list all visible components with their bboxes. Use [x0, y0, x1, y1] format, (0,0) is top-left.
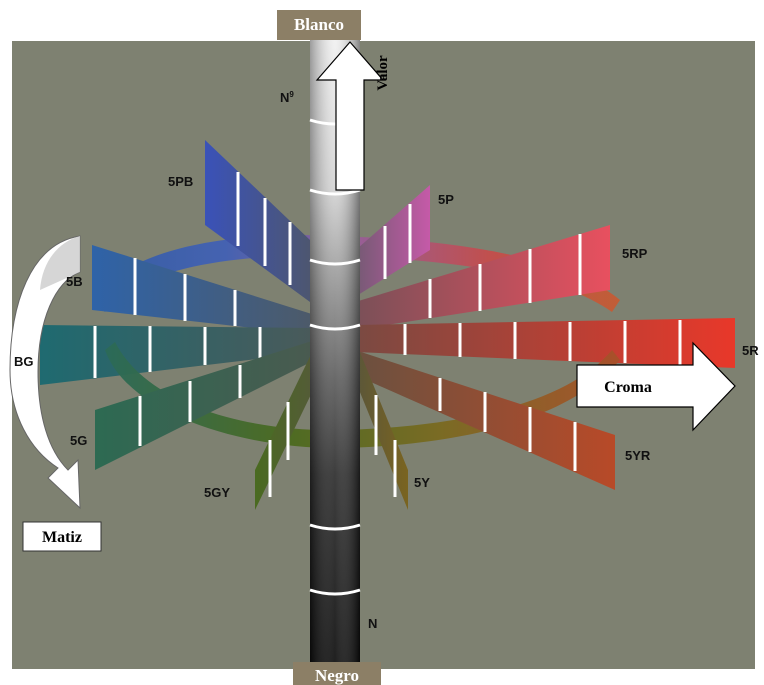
hue-arrow — [9, 235, 81, 510]
hue-label-5P: 5P — [438, 192, 454, 207]
chip-5GY — [255, 340, 318, 510]
neutral-top-label: N9 — [280, 90, 294, 105]
value-arrow — [315, 41, 385, 191]
neutral-bottom-label: N — [368, 616, 377, 631]
chip-5G — [95, 340, 315, 470]
chip-BG — [40, 325, 315, 385]
hue-label-5G: 5G — [70, 433, 87, 448]
hue-ring-back — [95, 235, 620, 312]
hue-label-5R: 5R — [742, 343, 759, 358]
negro-tag-bg — [293, 662, 381, 685]
hue-label-BG: BG — [14, 354, 34, 369]
hue-label-5Y: 5Y — [414, 475, 430, 490]
hue-label-5B: 5B — [66, 274, 83, 289]
blanco-tag-bg — [277, 10, 361, 40]
chroma-arrow — [576, 341, 736, 432]
hue-label-5GY: 5GY — [204, 485, 230, 500]
value-arrow-label: Valor — [375, 55, 391, 91]
chip-5R — [355, 318, 735, 368]
hue-label-5PB: 5PB — [168, 174, 193, 189]
chip-5B — [92, 245, 315, 335]
matiz-tag-bg — [22, 521, 102, 552]
chip-5P — [350, 185, 430, 300]
chip-5PB — [205, 140, 310, 302]
chip-5RP — [355, 225, 610, 330]
top-label: Blanco — [294, 15, 344, 34]
bottom-label: Negro — [315, 666, 359, 685]
chip-5YR — [355, 350, 615, 490]
hue-arrow-label: Matiz — [42, 529, 82, 546]
hue-labels: 5PB 5P 5RP 5B 5R BG 5G 5YR 5GY 5Y — [14, 174, 759, 500]
hue-label-5YR: 5YR — [625, 448, 651, 463]
hue-label-5RP: 5RP — [622, 246, 648, 261]
chip-5Y — [355, 340, 408, 510]
chroma-arrow-label: Croma — [604, 379, 652, 396]
